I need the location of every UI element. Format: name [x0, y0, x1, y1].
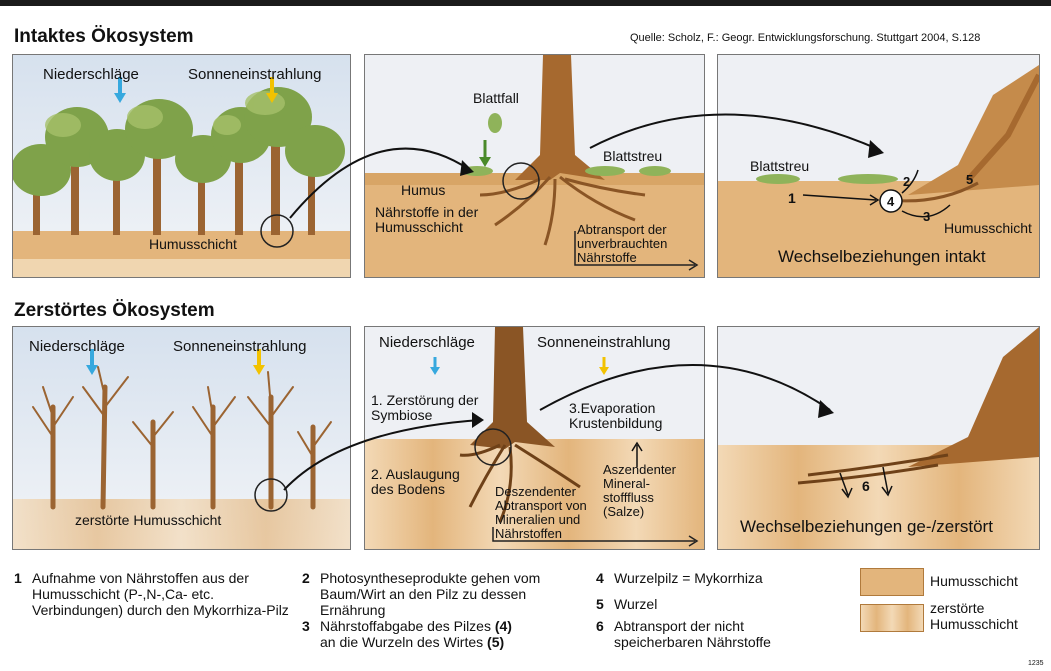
intact-num-3: 3 [923, 209, 931, 224]
destroyed-sun2-label: Sonneneinstrahlung [537, 334, 671, 351]
destroyed-step2-label: 2. Auslaugung des Bodens [371, 466, 460, 497]
destroyed-descend-label: Deszendenter Abtransport von Mineralien … [495, 484, 587, 541]
intact-num-2: 2 [903, 174, 911, 189]
destroyed-sun-label: Sonneneinstrahlung [173, 338, 307, 355]
destroyed-panel-interactions: 6 Wechselbeziehungen ge-/zerstört [717, 326, 1040, 550]
destroyed-step1-label: 1. Zerstörung der Symbiose [371, 392, 479, 423]
legend-item-6: 6 Abtransport der nicht speicherbaren Nä… [596, 618, 771, 650]
destroyed-panel-forest: Niederschläge Sonneneinstrahlung zerstör… [12, 326, 351, 550]
intact-transport-label: Abtransport der unverbrauchten Nährstoff… [577, 222, 668, 265]
intact-num-4: 4 [887, 194, 895, 209]
destroyed-rain2-label: Niederschläge [379, 334, 475, 351]
legend-swatch-destroyed-humus-label: zerstörte Humusschicht [930, 600, 1018, 632]
destroyed-status-label: Wechselbeziehungen ge-/zerstört [740, 517, 993, 536]
legend-item-1: 1 Aufnahme von Nährstoffen aus der Humus… [14, 570, 289, 618]
intact-interactions-illustration [718, 55, 1039, 277]
intact-litter2-label: Blattstreu [750, 158, 810, 174]
intact-status-label: Wechselbeziehungen intakt [778, 247, 986, 266]
intact-humus-label: Humus [401, 182, 446, 198]
legend-item-5: 5 Wurzel [596, 596, 658, 612]
intact-panel-tree-base: Blattfall Blattstreu Humus Nährstoffe in… [364, 54, 705, 278]
destroyed-tree-base-illustration [365, 327, 704, 549]
legend-item-4: 4 Wurzelpilz = Mykorrhiza [596, 570, 763, 586]
intact-humus-layer-label: Humusschicht [149, 236, 237, 252]
corner-code: 1235 [1028, 660, 1044, 667]
legend-swatch-humus [860, 568, 924, 596]
intact-num-1: 1 [788, 190, 796, 206]
legend-item-3: 3 Nährstoffabgabe des Pilzes (4)an die W… [302, 618, 512, 650]
legend-item-2: 2 Photosyntheseprodukte gehen vom Baum/W… [302, 570, 541, 618]
intact-title: Intaktes Ökosystem [14, 26, 194, 47]
intact-leaf-fall-label: Blattfall [473, 90, 519, 106]
destroyed-humus-layer-label: zerstörte Humusschicht [75, 512, 222, 528]
intact-nutrients-label: Nährstoffe in der Humusschicht [375, 204, 479, 235]
intact-num-5: 5 [966, 172, 974, 187]
intact-sun-label: Sonneneinstrahlung [188, 66, 322, 83]
intact-litter-label: Blattstreu [603, 148, 663, 164]
destroyed-interactions-illustration [718, 327, 1039, 549]
destroyed-ascend-label: Aszendenter Mineral-stofffluss (Salze) [603, 462, 676, 519]
destroyed-title: Zerstörtes Ökosystem [14, 300, 215, 321]
legend-swatch-destroyed-humus [860, 604, 924, 632]
intact-humus-layer2-label: Humusschicht [944, 220, 1032, 236]
intact-panel-forest: Niederschläge Sonneneinstrahlung Humussc… [12, 54, 351, 278]
legend-swatch-humus-label: Humusschicht [930, 573, 1018, 589]
destroyed-panel-tree-base: Niederschläge Sonneneinstrahlung 1. Zers… [364, 326, 705, 550]
intact-rain-label: Niederschläge [43, 66, 139, 83]
destroyed-step3-label: 3.Evaporation Krustenbildung [569, 400, 663, 431]
top-bar [0, 0, 1051, 6]
source-credit: Quelle: Scholz, F.: Geogr. Entwicklungsf… [630, 32, 981, 44]
destroyed-num-6: 6 [862, 478, 870, 494]
intact-panel-interactions: Blattstreu 1 2 3 4 5 Humusschicht Wechse… [717, 54, 1040, 278]
destroyed-rain-label: Niederschläge [29, 338, 125, 355]
